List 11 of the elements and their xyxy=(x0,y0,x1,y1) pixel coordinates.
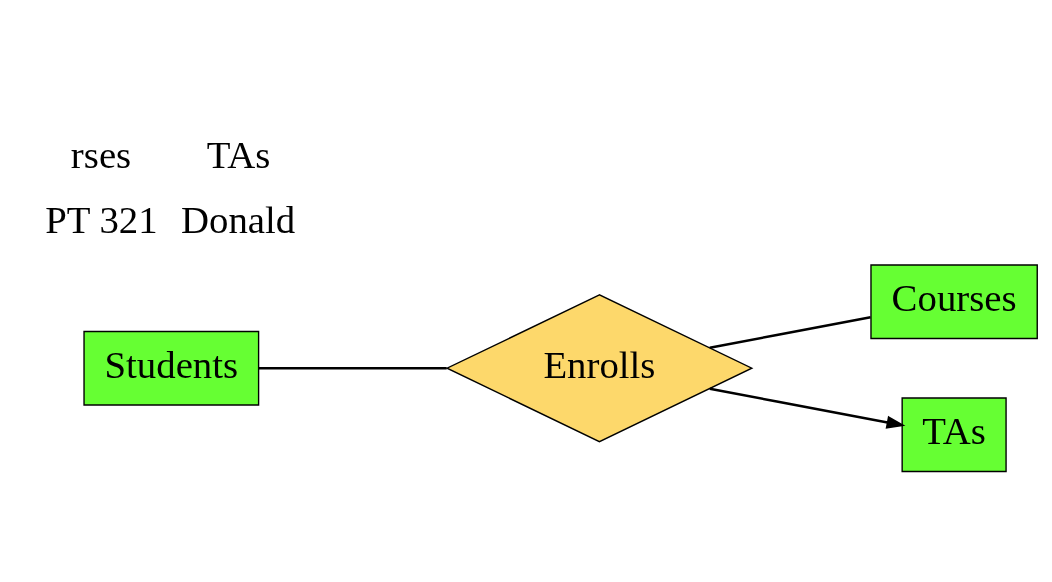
label: rses xyxy=(70,132,132,176)
label: Donald xyxy=(181,198,296,242)
node-box: TAs xyxy=(901,397,1007,473)
node-box: Courses xyxy=(870,264,1038,340)
connector xyxy=(258,367,447,370)
label: TAs xyxy=(206,132,271,176)
node-diamond: Enrolls xyxy=(445,294,754,443)
label: PT 321 xyxy=(45,198,158,242)
arrow xyxy=(709,387,906,429)
connector xyxy=(709,316,871,349)
node-box: Students xyxy=(83,330,260,406)
